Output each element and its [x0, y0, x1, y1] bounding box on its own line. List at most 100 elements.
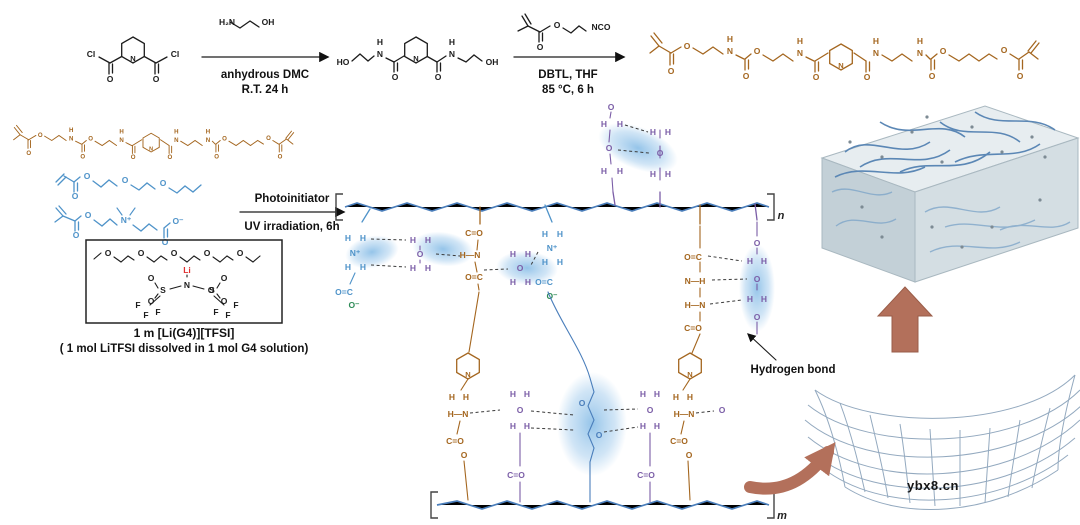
condition-temp: 85 °C, 6 h [542, 84, 594, 96]
atom-label: H [425, 263, 431, 273]
urethane-chain-top: O H H O H H H H O H H [601, 102, 671, 193]
atom-label: H [449, 392, 455, 402]
atom-label: O [517, 405, 524, 415]
atom-label: F [155, 307, 160, 317]
reaction-arrow-1: anhydrous DMC R.T. 24 h [201, 51, 330, 96]
betaine-monomer-structure: O O N⁺ O O⁻ [54, 205, 184, 247]
atom-label: H [654, 389, 660, 399]
atom-label: O=C [465, 272, 483, 282]
atom-label: O [204, 248, 211, 258]
atom-label: H₂N [219, 17, 235, 27]
atom-label: O [138, 248, 145, 258]
atom-label: O [237, 248, 244, 258]
atom-label: N [465, 370, 470, 379]
atom-label: OH [486, 57, 499, 67]
hbond-highlight [412, 231, 474, 267]
atom-label: O [657, 148, 664, 158]
hbond-highlight [345, 235, 399, 269]
atom-label: H [449, 37, 455, 47]
atom-label: O [148, 273, 155, 283]
atom-label: O [73, 230, 80, 240]
atom-label: S [209, 285, 215, 295]
atom-label: H [542, 257, 548, 267]
hydrogen-bond-callout: Hydrogen bond [747, 333, 836, 376]
atom-label: H [665, 169, 671, 179]
atom-label: O [647, 405, 654, 415]
atom-label: O [754, 274, 761, 284]
atom-label: NCO [592, 22, 611, 32]
hydrogen-bond-label: Hydrogen bond [751, 364, 836, 376]
curved-arrow [744, 442, 836, 495]
condition-photoinitiator: Photoinitiator [255, 193, 330, 205]
atom-label: O [719, 405, 726, 415]
photoinitiator-arrow: Photoinitiator UV irradiation, 6h [239, 193, 346, 233]
condition-solvent: anhydrous DMC [221, 69, 309, 81]
up-arrow [876, 286, 934, 353]
atom-label: O [221, 296, 228, 306]
atom-label: Cl [171, 49, 180, 59]
atom-label: H [542, 229, 548, 239]
atom-label: C=O [446, 436, 464, 446]
atom-label: O [579, 398, 586, 408]
atom-label: H [747, 294, 753, 304]
atom-label: O=C [535, 277, 553, 287]
atom-label: H [654, 421, 660, 431]
atom-label: H [747, 256, 753, 266]
atom-label: N [449, 49, 455, 59]
atom-label: O [153, 74, 160, 84]
atom-label: H [601, 119, 607, 129]
atom-label: HO [337, 57, 350, 67]
atom-label: H [510, 249, 516, 259]
atom-label: O [435, 72, 442, 82]
atom-label: C=O [684, 323, 702, 333]
litfsi-structure: Li N S O O O S O O F F F F F F [135, 265, 238, 320]
polymer-fibers [834, 111, 1056, 178]
atom-label: C=O [465, 228, 483, 238]
atom-label: H [410, 263, 416, 273]
atom-label: H [377, 37, 383, 47]
atom-label: H [650, 169, 656, 179]
atom-label: H [345, 233, 351, 243]
atom-label: H [640, 421, 646, 431]
atom-label: H—N [674, 409, 695, 419]
repeat-subscript-n: n [778, 210, 785, 222]
backbone-top [344, 202, 770, 212]
ethanolamine-structure: H₂N OH [219, 17, 274, 29]
hydrogen-bond-pointer [747, 333, 777, 361]
atom-label: H [360, 233, 366, 243]
atom-label: Cl [87, 49, 96, 59]
atom-label: H [557, 229, 563, 239]
reaction-arrow-2: DBTL, THF 85 °C, 6 h [513, 51, 626, 96]
pegmea-monomer-structure: O O O O [55, 171, 202, 201]
atom-label: O [208, 285, 215, 295]
crosslinker-product-structure [650, 33, 1039, 82]
atom-label: H [463, 392, 469, 402]
atom-label: O [417, 249, 424, 259]
atom-label: H [640, 389, 646, 399]
atom-label: F [213, 307, 218, 317]
atom-label: H [525, 277, 531, 287]
atom-label: C=O [670, 436, 688, 446]
atom-label: O=C [335, 287, 353, 297]
atom-label: O [608, 102, 615, 112]
atom-label: H [524, 421, 530, 431]
li-ion-dots [848, 115, 1047, 249]
atom-label: O [554, 20, 561, 30]
atom-label: F [143, 310, 148, 320]
atom-label: S [160, 285, 166, 295]
electrolyte-caption-1: 1 m [Li(G4)][TFSI] [134, 326, 235, 340]
g4-chain: O O O O O [93, 248, 261, 263]
atom-label: H [360, 262, 366, 272]
atom-label: O [160, 178, 167, 188]
atom-label: H [617, 166, 623, 176]
condition-time: R.T. 24 h [242, 84, 289, 96]
mesh-network-illustration [804, 374, 1080, 510]
atom-label: C=O [637, 470, 655, 480]
atom-label: O [517, 263, 524, 273]
atom-label: O [122, 175, 129, 185]
atom-label: H [650, 127, 656, 137]
atom-label: F [233, 300, 238, 310]
atom-label: O [461, 450, 468, 460]
atom-label: H—N [448, 409, 469, 419]
